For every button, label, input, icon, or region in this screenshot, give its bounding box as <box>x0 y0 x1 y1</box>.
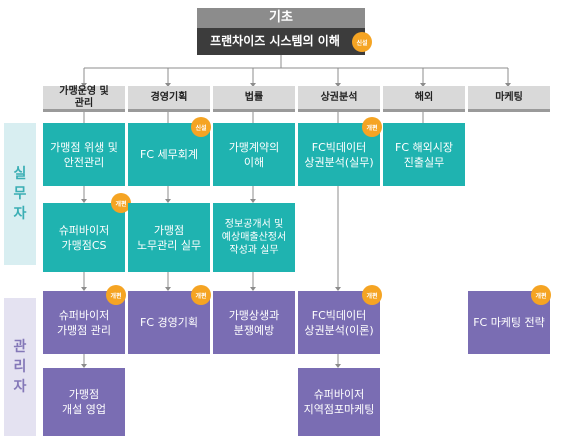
practitioner-band: 실 무 자 <box>4 123 36 265</box>
category-law: 법률 <box>213 86 295 112</box>
course-dispute-prevention: 가맹상생과 분쟁예방 <box>213 291 295 354</box>
revised-badge: 개편 <box>362 117 382 137</box>
category-market-analysis: 상권분석 <box>298 86 380 112</box>
root-title: 기초 <box>197 8 365 28</box>
course-disclosure-documents: 정보공개서 및 예상매출산정서 작성과 실무 <box>213 203 295 272</box>
new-badge: 신설 <box>352 32 372 52</box>
course-store-opening-sales: 가맹점 개설 영업 <box>43 368 125 436</box>
revised-badge: 개편 <box>531 285 551 305</box>
root-course: 프랜차이즈 시스템의 이해 <box>197 28 365 55</box>
category-management-planning: 경영기획 <box>128 86 210 112</box>
category-franchise-ops: 가맹운영 및 관리 <box>43 86 125 112</box>
category-marketing: 마케팅 <box>468 86 550 112</box>
revised-badge: 개편 <box>362 285 382 305</box>
course-labor-management: 가맹점 노무관리 실무 <box>128 203 210 272</box>
course-supervisor-cs: 슈퍼바이저 가맹점CS <box>43 203 125 272</box>
revised-badge: 개편 <box>191 285 211 305</box>
category-overseas: 해외 <box>383 86 465 112</box>
course-overseas-expansion: FC 해외시장 진출실무 <box>383 123 465 186</box>
revised-badge: 개편 <box>106 285 126 305</box>
course-hygiene-safety: 가맹점 위생 및 안전관리 <box>43 123 125 186</box>
new-badge: 신설 <box>191 117 211 137</box>
course-local-store-marketing: 슈퍼바이저 지역점포마케팅 <box>298 368 380 436</box>
course-franchise-contract: 가맹계약의 이해 <box>213 123 295 186</box>
manager-band: 관 리 자 <box>4 298 36 436</box>
revised-badge: 개편 <box>111 193 131 213</box>
